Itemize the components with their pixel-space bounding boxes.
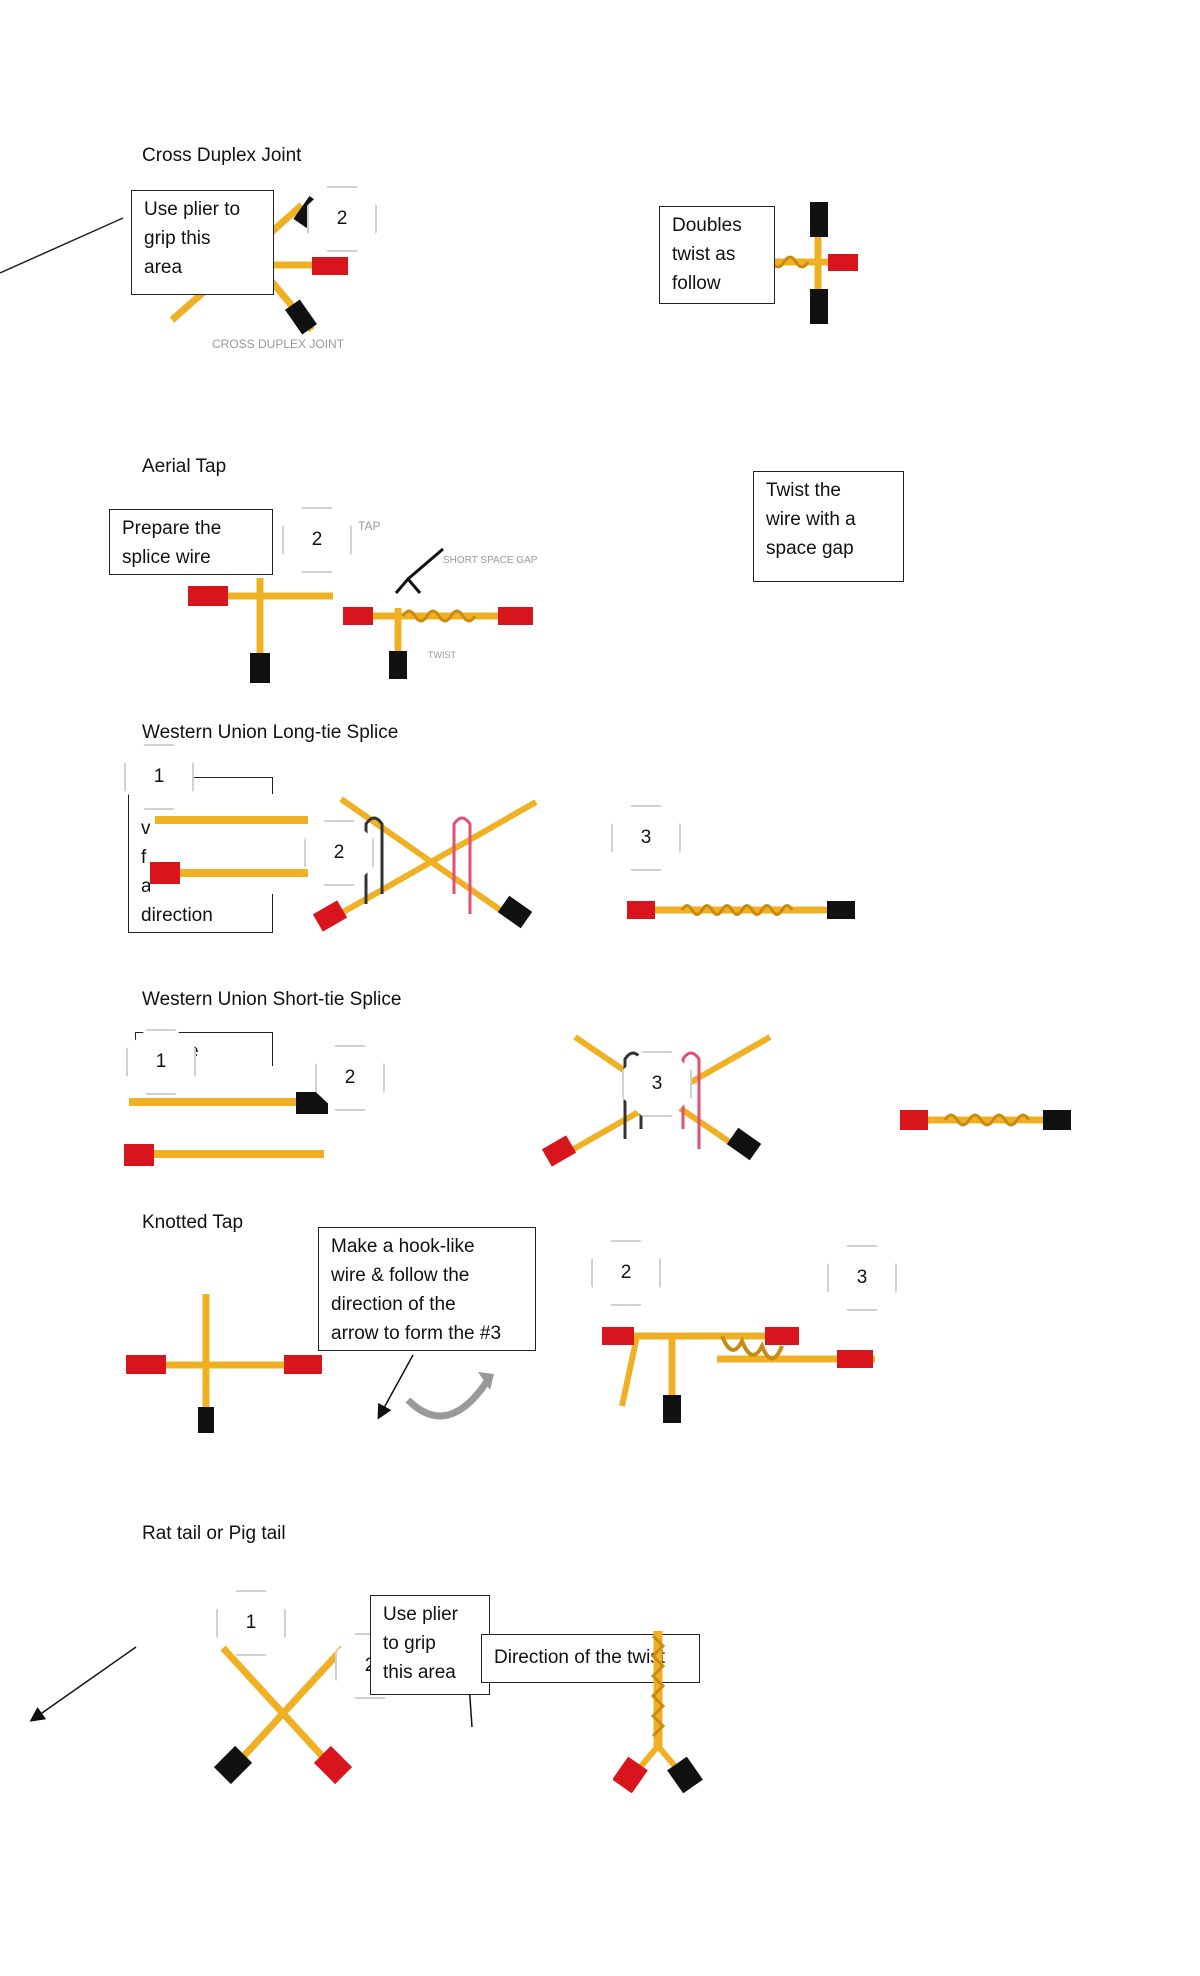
pigtail-illustration [613,1631,703,1793]
callout-line: direction [141,905,213,926]
callout-doubles-twist: Doubles twist as follow [659,206,775,304]
callout-line: direction of the [331,1294,456,1315]
section-title: Knotted Tap [142,1212,244,1233]
callout-line: arrow to form the #3 [331,1323,502,1344]
callout-line: v [141,818,151,839]
step-number-1: 1 [124,744,194,810]
section-title: Western Union Short-tie Splice [142,989,402,1010]
step-number-3: 3 [827,1245,897,1311]
step-number-1: 1 [216,1590,286,1656]
callout-line: twist as [672,244,736,265]
knotted-tap-illustration [602,1327,875,1423]
long-tie-result-illustration [627,901,855,919]
callout-line: this area [383,1662,456,1683]
callout-line: Direction of the twist [494,1647,666,1668]
svg-text:TAP: TAP [358,519,380,533]
callout-twist-direction: Direction of the twist [481,1634,700,1683]
step-number-3: 3 [611,805,681,871]
aerial-tap-illustration: TAP SHORT SPACE GAP TWIST [188,519,538,683]
doubles-twist-illustration [758,202,858,324]
section-title: Rat tail or Pig tail [142,1523,286,1544]
callout-line: to grip [383,1633,436,1654]
callout-line: splice wire [122,547,211,568]
callout-line: Make a hook-like [331,1236,475,1257]
callout-line: f [141,847,147,868]
svg-text:SHORT SPACE GAP: SHORT SPACE GAP [443,555,538,566]
section-title: Western Union Long-tie Splice [142,722,399,743]
callout-twist-space-gap: Twist the wire with a space gap [753,471,904,582]
callout-hook-wire: Make a hook-like wire & follow the direc… [318,1227,536,1351]
callout-line: Prepare the [122,518,222,539]
callout-plier-grip: Use plier to grip this area [131,190,274,295]
crossed-wires-illustration [312,796,538,932]
svg-text:TWIST: TWIST [428,650,456,660]
step-number-2: 2 [591,1240,661,1306]
callout-prepare-splice: Prepare the splice wire [109,509,273,575]
callout-plier-grip-rattail: Use plier to grip this area [370,1595,490,1695]
callout-line: wire & follow the [331,1265,470,1286]
callout-line: area [144,257,183,278]
short-tie-result-illustration [900,1110,1071,1130]
parallel-wires-illustration [150,794,310,894]
cross-wires-illustration [126,1294,322,1433]
callout-line: e [188,1037,260,1066]
callout-line: a [141,876,152,897]
step-number-2: 2 [307,186,377,252]
section-title: Cross Duplex Joint [142,145,302,166]
step-number-2: 2 [315,1045,385,1111]
callout-line: follow [672,273,721,294]
callout-line: Doubles [672,215,742,236]
callout-line: Use plier to [144,199,241,220]
step-number-2: 2 [304,820,374,886]
step-number-2: 2 [282,507,352,573]
callout-line: Use plier [383,1604,458,1625]
callout-line: grip this [144,228,211,249]
step-number-3: 3 [622,1051,692,1117]
svg-text:CROSS DUPLEX JOINT: CROSS DUPLEX JOINT [212,337,345,351]
step-number-1: 1 [126,1029,196,1095]
callout-line: space gap [766,538,854,559]
callout-line: Twist the [766,480,841,501]
section-title: Aerial Tap [142,456,227,477]
callout-line: wire with a [766,509,856,530]
crossed-wires-illustration [213,1645,353,1785]
